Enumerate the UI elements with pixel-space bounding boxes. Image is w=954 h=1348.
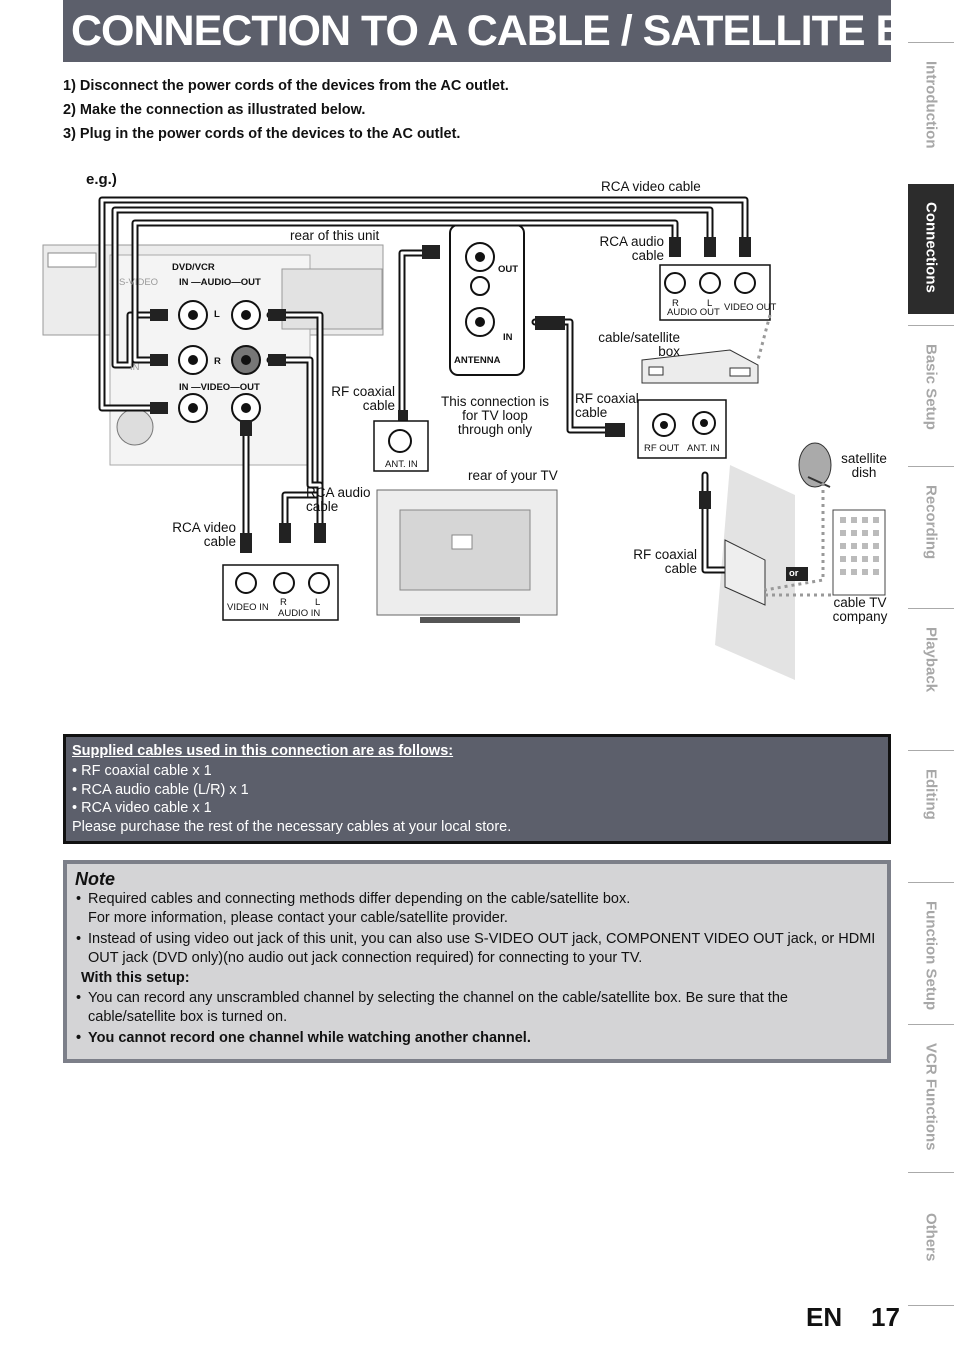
step-3: 3) Plug in the power cords of the device… xyxy=(63,126,461,142)
cable-sat-box-label: cable/satellite box xyxy=(598,330,680,359)
cables xyxy=(98,196,749,574)
note-box: Note Required cables and connecting meth… xyxy=(63,860,891,1063)
in-video-out-label: IN —VIDEO—OUT xyxy=(179,382,260,393)
s-video-jack xyxy=(116,408,154,446)
rf-out-label: RF OUT xyxy=(644,443,680,454)
tab-function-setup[interactable]: Function Setup xyxy=(908,882,954,1022)
video-out-label: VIDEO OUT xyxy=(724,302,777,313)
tv-loop-note: This connection is for TV loop through o… xyxy=(440,394,550,437)
tab-connections[interactable]: Connections xyxy=(908,184,954,314)
rf-coaxial-cable-mid-label: RF coaxial cable xyxy=(575,391,639,420)
audio-l-label: L xyxy=(214,309,220,320)
video-in-label: VIDEO IN xyxy=(227,602,269,613)
cable-satellite-box xyxy=(641,349,759,384)
tab-others[interactable]: Others xyxy=(908,1172,954,1306)
note-bullet-1-line-2: For more information, please contact you… xyxy=(88,910,508,926)
note-bullet-2: Instead of using video out jack of this … xyxy=(75,930,879,968)
rear-of-tv-label: rear of your TV xyxy=(468,468,558,483)
supplied-item: • RCA audio cable (L/R) x 1 xyxy=(72,781,249,798)
cable-tv-company-label: cable TV company xyxy=(832,595,888,624)
tab-label: VCR Functions xyxy=(922,1043,940,1151)
audio-r-label: R xyxy=(214,356,221,367)
tab-label: Playback xyxy=(922,627,940,693)
tab-label: Others xyxy=(922,1213,940,1262)
tab-label: Recording xyxy=(922,485,940,560)
in-audio-out-label: IN —AUDIO—OUT xyxy=(179,277,261,288)
antenna-out-label: OUT xyxy=(498,264,519,275)
tab-introduction[interactable]: Introduction xyxy=(908,42,954,182)
tab-editing[interactable]: Editing xyxy=(908,750,954,880)
step-2: 2) Make the connection as illustrated be… xyxy=(63,102,366,118)
cable-tv-building xyxy=(832,509,886,596)
unit-label-plate xyxy=(47,252,97,268)
rf-coaxial-cable-bottom-label: RF coaxial cable xyxy=(633,547,697,576)
supplied-header: Supplied cables used in this connection … xyxy=(72,743,454,759)
supplied-cables-box: Supplied cables used in this connection … xyxy=(63,734,891,844)
tab-label: Basic Setup xyxy=(922,344,940,430)
dvd-vcr-label: DVD/VCR xyxy=(172,262,215,273)
rca-video-cable-top-label: RCA video cable xyxy=(601,179,701,194)
antenna-in-label: IN xyxy=(503,332,513,343)
dotted-links xyxy=(756,314,833,597)
rca-audio-cable-top-label: RCA audio cable xyxy=(599,234,664,263)
box-ant-in-label: ANT. IN xyxy=(687,443,720,454)
supplied-item: • RF coaxial cable x 1 xyxy=(72,763,212,779)
diagram-illustration xyxy=(42,196,886,680)
tv-ant-in-label: ANT. IN xyxy=(385,459,418,470)
note-subheader: With this setup: xyxy=(81,970,190,986)
wall-outlet xyxy=(724,539,766,606)
instruction-steps: 1) Disconnect the power cords of the dev… xyxy=(63,76,509,148)
box-audio-l-label: L xyxy=(707,298,713,309)
note-bullet-1: Required cables and connecting methods d… xyxy=(75,890,879,928)
audio-in-label: AUDIO IN xyxy=(278,608,321,619)
tv-audio-l-label: L xyxy=(315,597,321,608)
tab-playback[interactable]: Playback xyxy=(908,608,954,738)
tab-label: Connections xyxy=(922,202,940,293)
tab-label: Introduction xyxy=(922,61,940,149)
note-bullet-3: You can record any unscrambled channel b… xyxy=(75,989,879,1027)
eg-label: e.g.) xyxy=(86,171,117,188)
antenna-label: ANTENNA xyxy=(454,355,501,366)
rca-audio-cable-bottom-label: RCA audio cable xyxy=(306,485,371,514)
tab-recording[interactable]: Recording xyxy=(908,466,954,596)
tv-audio-r-label: R xyxy=(280,597,287,608)
note-title: Note xyxy=(75,869,115,889)
note-bullet-1-line-1: Required cables and connecting methods d… xyxy=(88,891,631,907)
tab-vcr-functions[interactable]: VCR Functions xyxy=(908,1024,954,1164)
tab-label: Function Setup xyxy=(922,901,940,1011)
supplied-footer: Please purchase the rest of the necessar… xyxy=(72,818,512,835)
rf-coaxial-cable-left-label: RF coaxial cable xyxy=(331,384,395,413)
in-ghost-label: IN xyxy=(130,362,140,373)
rear-of-unit-label: rear of this unit xyxy=(290,228,380,243)
or-badge xyxy=(786,567,808,581)
satellite-dish xyxy=(798,442,832,488)
language-label: EN xyxy=(806,1302,843,1332)
satellite-dish-label: satellite dish xyxy=(841,451,887,480)
tab-basic-setup[interactable]: Basic Setup xyxy=(908,325,954,455)
unit-jacks xyxy=(178,300,261,423)
s-video-label: S-VIDEO xyxy=(119,277,159,288)
step-1: 1) Disconnect the power cords of the dev… xyxy=(63,78,509,94)
or-label: or xyxy=(789,568,799,579)
tab-label: Editing xyxy=(922,769,940,820)
connection-diagram: e.g.) RCA video cable rear of this unit … xyxy=(40,165,900,725)
unit-jack-panel xyxy=(281,268,383,330)
box-audio-r-label: R xyxy=(672,298,679,309)
page-number: 17 xyxy=(871,1302,900,1332)
note-bullet-4: You cannot record one channel while watc… xyxy=(75,1029,879,1048)
audio-out-label: AUDIO OUT xyxy=(667,307,720,318)
page-title: CONNECTION TO A CABLE / SATELLITE BOX xyxy=(63,0,891,62)
supplied-item: • RCA video cable x 1 xyxy=(72,800,212,816)
rca-video-cable-bottom-label: RCA video cable xyxy=(172,520,236,549)
